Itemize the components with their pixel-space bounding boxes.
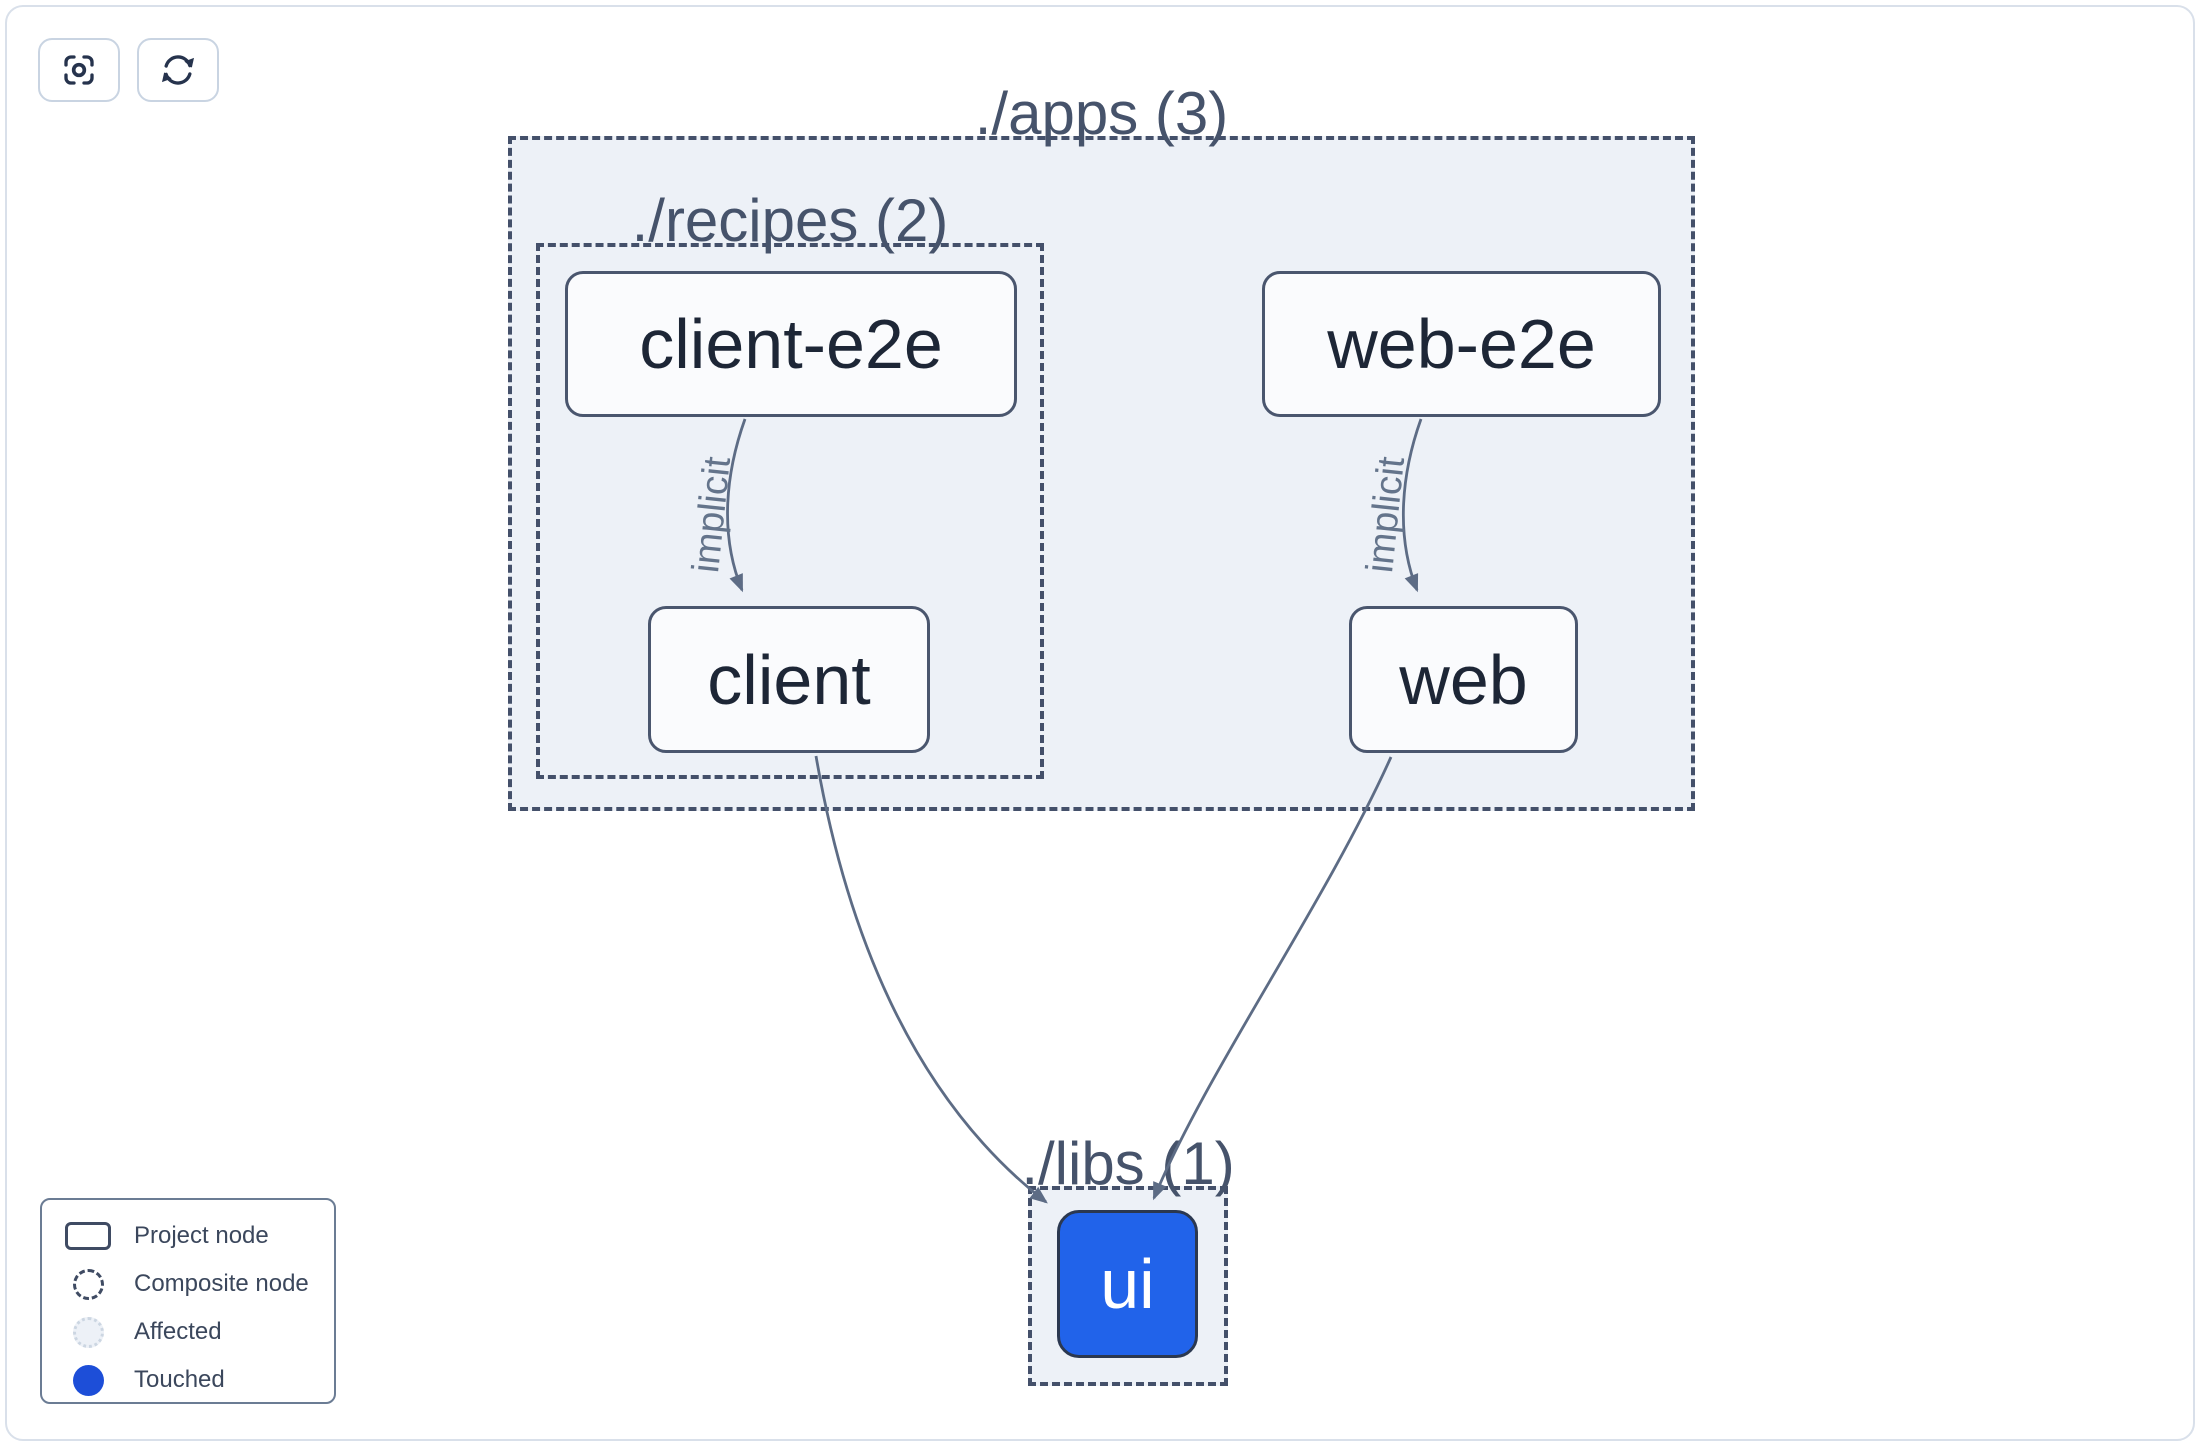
legend-item-touched: Touched [42, 1356, 334, 1404]
focus-icon [64, 55, 94, 85]
group-recipes-label: ./recipes (2) [631, 187, 949, 254]
node-client-e2e[interactable]: client-e2e [565, 271, 1017, 417]
legend-label: Composite node [134, 1270, 309, 1297]
node-client[interactable]: client [648, 606, 930, 753]
node-web[interactable]: web [1349, 606, 1578, 753]
refresh-icon [162, 55, 194, 85]
project-node-swatch [65, 1222, 111, 1250]
group-libs-label: ./libs (1) [1021, 1130, 1235, 1197]
legend-panel: Project node Composite node Affected Tou… [40, 1198, 336, 1404]
group-apps-label: ./apps (3) [974, 80, 1229, 147]
legend-item-affected: Affected [42, 1308, 334, 1356]
edge-client-to-ui[interactable] [814, 755, 1048, 1204]
refresh-button[interactable] [137, 38, 219, 102]
focus-button[interactable] [38, 38, 120, 102]
node-ui[interactable]: ui [1057, 1210, 1198, 1358]
legend-label: Affected [134, 1318, 222, 1345]
edge-web-to-ui[interactable] [1152, 756, 1393, 1201]
legend-item-composite-node: Composite node [42, 1260, 334, 1308]
legend-label: Touched [134, 1366, 225, 1393]
edge-web-e2e-to-web[interactable] [1401, 418, 1423, 593]
edge-client-e2e-to-client[interactable] [726, 418, 747, 593]
affected-swatch [72, 1316, 104, 1348]
legend-label: Project node [134, 1222, 269, 1249]
legend-item-project-node: Project node [42, 1212, 334, 1260]
composite-node-swatch [72, 1268, 104, 1300]
node-web-e2e[interactable]: web-e2e [1262, 271, 1661, 417]
touched-swatch [72, 1364, 104, 1396]
